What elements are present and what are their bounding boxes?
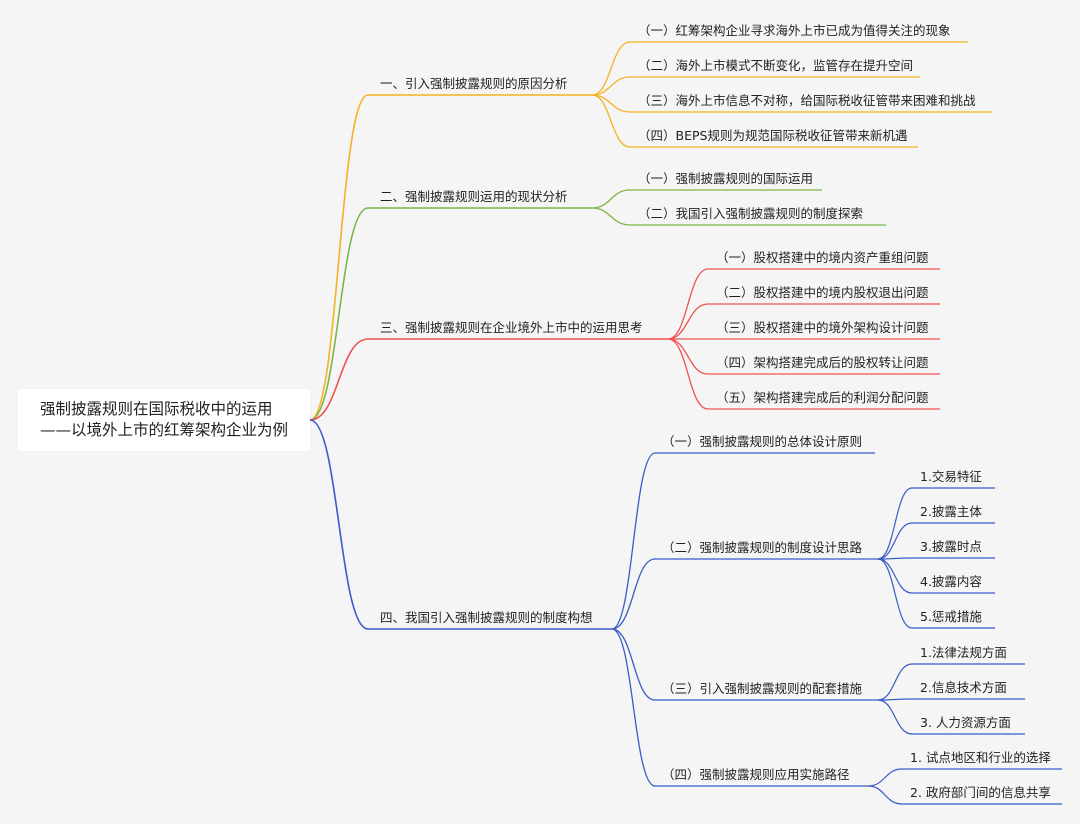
link-b4-c3-i1 <box>877 663 913 701</box>
link-b1-c2 <box>591 76 631 96</box>
branch-4-2-item-5[interactable]: 5.惩戒措施 <box>920 609 982 624</box>
branch-3-child-1[interactable]: （一）股权搭建中的境内资产重组问题 <box>716 250 929 265</box>
branch-3[interactable]: 三、强制披露规则在企业境外上市中的运用思考 <box>380 320 643 335</box>
branch-4-2-item-1[interactable]: 1.交易特征 <box>920 469 982 484</box>
link-b4-c3-i2 <box>877 698 913 701</box>
branch-3-child-3[interactable]: （三）股权搭建中的境外架构设计问题 <box>716 320 929 335</box>
link-b2-c1 <box>591 189 631 209</box>
link-b4-c2-i3 <box>877 557 913 560</box>
root-title: 强制披露规则在国际税收中的运用 <box>40 400 273 418</box>
branch-3-child-5[interactable]: （五）架构搭建完成后的利润分配问题 <box>716 390 929 405</box>
branch-4-child-4[interactable]: （四）强制披露规则应用实施路径 <box>662 767 850 782</box>
link-b3-c4 <box>667 338 709 375</box>
link-b4-c4-i2 <box>867 785 903 805</box>
branch-1-child-3[interactable]: （三）海外上市信息不对称，给国际税收征管带来困难和挑战 <box>638 93 976 108</box>
branch-4-3-item-2[interactable]: 2.信息技术方面 <box>920 680 1007 695</box>
root-node[interactable]: 强制披露规则在国际税收中的运用 ——以境外上市的红筹架构企业为例 <box>18 389 310 451</box>
branch-3-child-4[interactable]: （四）架构搭建完成后的股权转让问题 <box>716 355 929 370</box>
link-b4-c2-i4 <box>877 558 913 594</box>
branch-4-child-2[interactable]: （二）强制披露规则的制度设计思路 <box>662 540 863 555</box>
link-root-b1 <box>309 94 369 421</box>
branch-3-child-2[interactable]: （二）股权搭建中的境内股权退出问题 <box>716 285 929 300</box>
branch-4-3-item-1[interactable]: 1.法律法规方面 <box>920 645 1007 660</box>
root-subtitle: ——以境外上市的红筹架构企业为例 <box>40 421 289 439</box>
branch-4[interactable]: 四、我国引入强制披露规则的制度构想 <box>380 610 593 625</box>
link-b4-c4-i1 <box>867 768 903 787</box>
link-root-b3 <box>309 338 369 421</box>
link-b1-c4 <box>591 94 631 148</box>
link-b4-c2-i2 <box>877 522 913 560</box>
link-b4-c1 <box>611 452 656 630</box>
branch-4-child-1[interactable]: （一）强制披露规则的总体设计原则 <box>662 434 863 449</box>
branch-2-child-1[interactable]: （一）强制披露规则的国际运用 <box>638 171 814 186</box>
branch-1-child-1[interactable]: （一）红筹架构企业寻求海外上市已成为值得关注的现象 <box>638 23 951 38</box>
link-root-b2 <box>309 207 369 421</box>
link-root-b4 <box>309 419 369 630</box>
link-b4-c2-i1 <box>877 487 913 560</box>
link-b2-c2 <box>591 207 631 226</box>
branch-1-child-4[interactable]: （四）BEPS规则为规范国际税收征管带来新机遇 <box>638 128 908 143</box>
branch-4-2-item-4[interactable]: 4.披露内容 <box>920 574 982 589</box>
branch-4-2-item-2[interactable]: 2.披露主体 <box>920 504 982 519</box>
branch-2-child-2[interactable]: （二）我国引入强制披露规则的制度探索 <box>638 206 864 221</box>
link-b3-c5 <box>667 338 709 410</box>
branch-4-2-item-3[interactable]: 3.披露时点 <box>920 539 982 554</box>
link-b1-c1 <box>591 41 631 96</box>
branch-4-child-3[interactable]: （三）引入强制披露规则的配套措施 <box>662 681 863 696</box>
branch-4-4-item-1[interactable]: 1. 试点地区和行业的选择 <box>910 750 1051 765</box>
link-b4-c3 <box>611 628 656 701</box>
branch-1-child-2[interactable]: （二）海外上市模式不断变化，监管存在提升空间 <box>638 58 914 73</box>
link-b3-c2 <box>667 303 709 340</box>
branch-4-4-item-2[interactable]: 2. 政府部门间的信息共享 <box>910 785 1051 800</box>
branch-2[interactable]: 二、强制披露规则运用的现状分析 <box>380 189 568 204</box>
branch-4-3-item-3[interactable]: 3. 人力资源方面 <box>920 715 1011 730</box>
link-b3-c1 <box>667 268 709 340</box>
link-b4-c2-i5 <box>877 558 913 629</box>
link-b4-c3-i3 <box>877 699 913 735</box>
link-b4-c4 <box>611 628 656 787</box>
link-b4-c2 <box>611 558 656 630</box>
branch-1[interactable]: 一、引入强制披露规则的原因分析 <box>380 76 568 91</box>
